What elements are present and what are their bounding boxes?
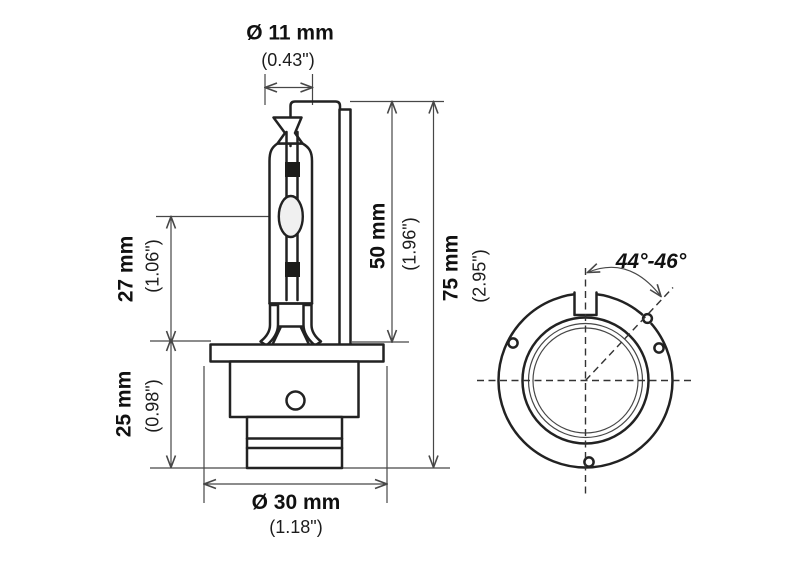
exhaust-tip (272, 116, 304, 145)
angle-arc-arrow (588, 267, 662, 296)
return-tube (338, 108, 352, 347)
arc-chamber (277, 194, 304, 239)
base-view: 44°-46° (477, 250, 694, 494)
flange-hole-left (507, 337, 519, 349)
label-50mm: 50 mm (367, 203, 390, 270)
label-295in: (2.95") (470, 249, 490, 302)
electrode-band-top (285, 162, 300, 177)
bulb-outline (209, 100, 385, 470)
flange (209, 343, 385, 363)
label-106in: (1.06") (143, 239, 163, 292)
label-196in: (1.96") (400, 217, 420, 270)
base-connector (245, 415, 344, 470)
label-diameter-30mm: Ø 30 mm (252, 491, 341, 514)
label-angle: 44°-46° (615, 250, 687, 273)
centerlines (477, 268, 694, 494)
label-27mm: 27 mm (115, 236, 138, 303)
label-diameter-11mm: Ø 11 mm (246, 22, 334, 45)
base-hole (285, 390, 306, 411)
flange-hole-bottom (583, 456, 595, 468)
clip-frame (271, 325, 311, 346)
label-diameter-043in: (0.43") (261, 50, 314, 70)
electrode-band-bottom (285, 262, 300, 277)
support-wire (289, 100, 342, 148)
flange-hole-right (653, 342, 665, 354)
label-098in: (0.98") (143, 379, 163, 432)
side-view: Ø 11 mm (0.43") 27 mm (1.06") 50 mm (1.9… (113, 22, 490, 538)
label-118in: (1.18") (269, 517, 322, 537)
label-25mm: 25 mm (113, 371, 136, 438)
label-75mm: 75 mm (440, 235, 463, 302)
dimension-lines (171, 88, 434, 485)
